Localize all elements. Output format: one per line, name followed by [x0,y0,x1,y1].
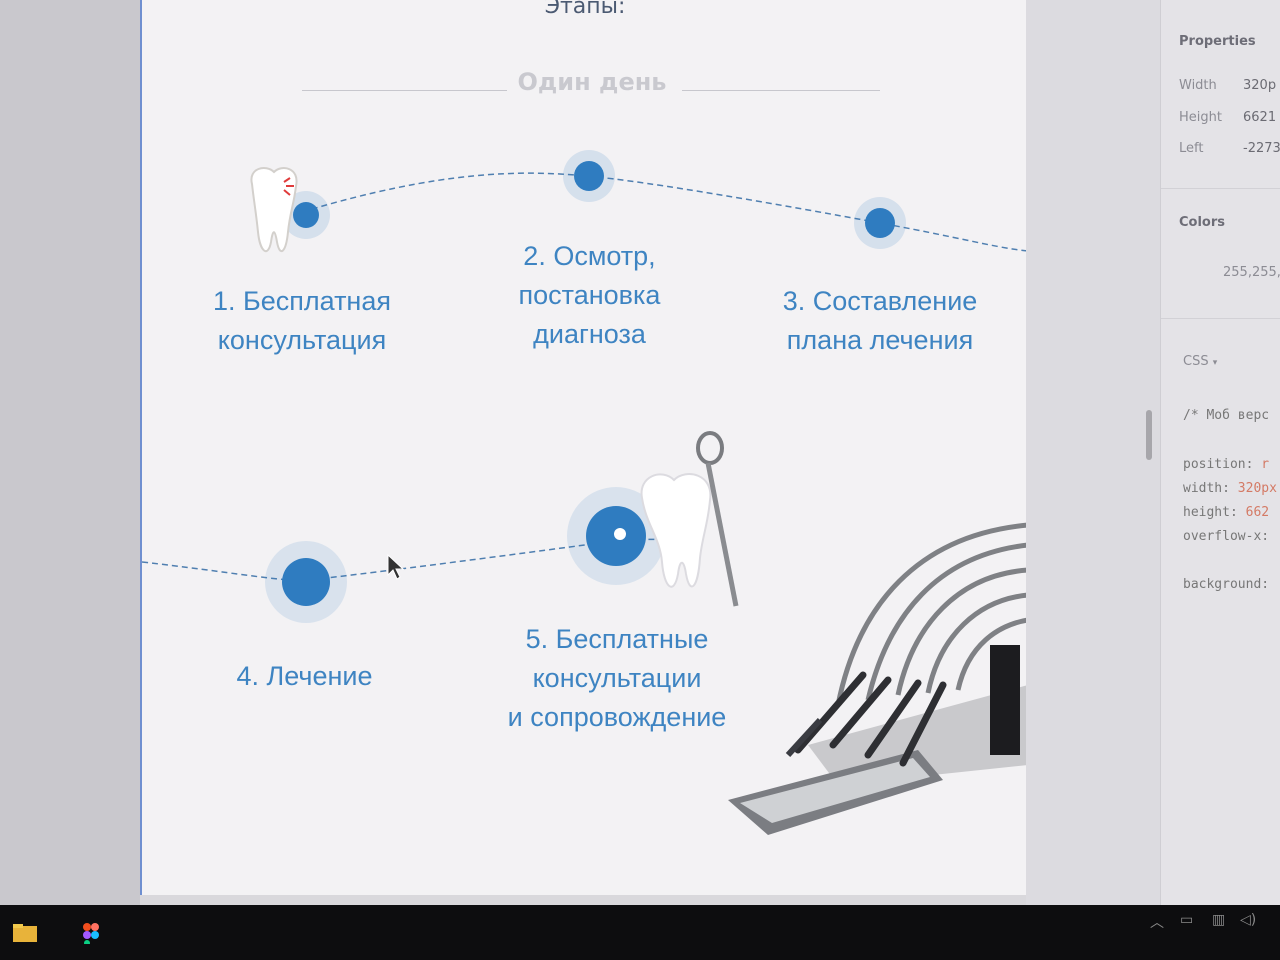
tooth-with-mirror-icon [640,431,739,607]
step-2-label: 2. Осмотр, постановка диагноза [518,241,661,349]
day-heading: Один день [517,68,667,96]
step-2-dot [563,150,615,202]
step-3-label: 3. Составление плана лечения [782,286,978,355]
stages-heading: Этапы: [544,0,626,19]
css-line-width: width: 320px [1183,481,1277,496]
css-line-overflow: overflow-x: [1183,529,1269,544]
css-value: r [1261,457,1270,472]
editor-scrollbar[interactable] [1146,410,1152,460]
file-explorer-icon[interactable] [12,922,38,944]
colors-title: Colors [1179,215,1226,230]
css-line-position: position: r [1183,457,1269,472]
step-4-label: 4. Лечение [236,661,373,691]
figma-icon[interactable] [80,922,106,944]
panel-separator [1161,318,1280,319]
tray-battery-icon[interactable]: ▭ [1180,912,1194,928]
step-5-dot [567,487,665,585]
day-divider-left [302,90,507,91]
css-prop: overflow-x: [1183,529,1270,544]
css-line-height: height: 662 [1183,505,1269,520]
css-line-background: background: [1183,577,1269,592]
css-value: 320px [1237,481,1277,496]
css-prop: height: [1183,505,1238,520]
mobile-artboard[interactable]: Этапы: Один день [140,0,1030,895]
damaged-tooth-icon [250,167,298,253]
css-value: 662 [1245,505,1270,520]
step-3-dot [854,197,906,249]
tray-chevron-up-icon[interactable]: ︿ [1150,915,1164,931]
css-prop: position: [1183,457,1254,472]
property-height-label: Height [1179,110,1222,125]
properties-title: Properties [1179,34,1256,49]
step-4-dot [265,541,347,623]
property-width[interactable]: Width 320p [1179,78,1280,93]
property-height-value: 6621 [1243,110,1277,125]
property-width-value: 320p [1243,78,1277,93]
css-prop: background: [1183,577,1270,592]
property-left-value: -2273 [1243,141,1280,156]
step-1-label: 1. Бесплатная консультация [213,286,391,355]
css-section-toggle[interactable]: CSS ▾ [1183,354,1280,369]
properties-panel: Properties Width 320p Height 6621 Left -… [1160,0,1280,910]
color-value[interactable]: 255,255, [1223,265,1280,280]
css-prop: width: [1183,481,1230,496]
tray-volume-icon[interactable]: ◁) [1240,912,1257,928]
css-label: CSS [1183,354,1209,369]
panel-separator [1161,188,1280,189]
property-left-label: Left [1179,141,1204,156]
dental-equipment-illustration [728,522,1028,835]
chevron-down-icon: ▾ [1212,358,1218,368]
step-5-label: 5. Бесплатные консультации и сопровожден… [507,624,727,732]
canvas-margin [0,0,140,910]
editor-gap [1026,0,1160,910]
mouse-cursor-icon [387,553,405,580]
taskbar [0,905,1280,960]
css-comment: /* Моб верс [1183,408,1270,423]
property-left[interactable]: Left -2273 [1179,141,1280,156]
tray-network-icon[interactable]: ▥ [1212,912,1226,928]
property-height[interactable]: Height 6621 [1179,110,1280,125]
day-divider-right [682,90,880,91]
timeline-curve-top [301,172,1028,252]
property-width-label: Width [1179,78,1217,93]
